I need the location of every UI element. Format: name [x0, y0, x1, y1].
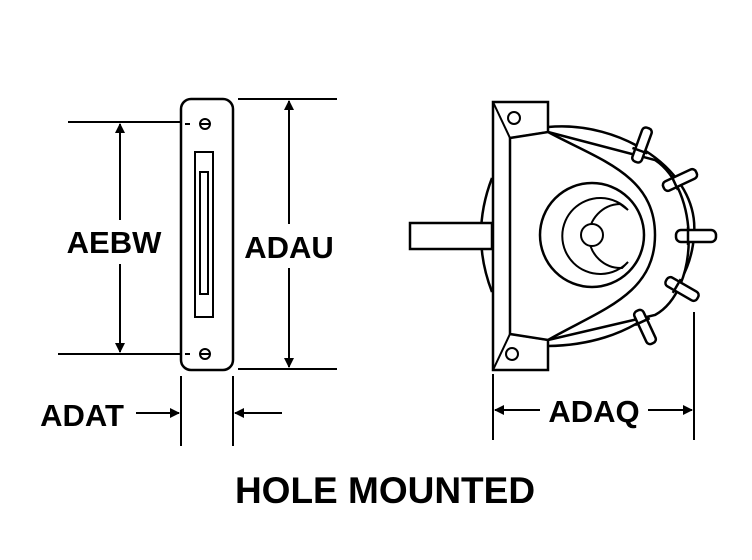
side-view	[179, 97, 235, 372]
bracket-hole-bottom	[505, 347, 519, 361]
dimension-adau	[238, 98, 337, 370]
side-view-slot-inner	[199, 171, 209, 295]
front-view	[408, 100, 696, 372]
side-view-body	[179, 97, 235, 372]
terminal-1	[631, 126, 653, 164]
rotor-center-hole	[580, 223, 604, 247]
terminal-2	[661, 167, 699, 193]
terminals	[631, 126, 718, 346]
dimension-aebw	[58, 121, 180, 355]
side-view-slot	[194, 151, 214, 318]
label-adaq: ADAQ	[548, 394, 639, 429]
label-aebw: AEBW	[67, 225, 162, 260]
terminal-3	[674, 227, 718, 245]
bracket-hole-top	[507, 111, 521, 125]
terminal-4	[664, 275, 700, 303]
mounting-hole-bottom	[199, 348, 211, 360]
mounting-hole-top	[199, 118, 211, 130]
terminal-5	[632, 308, 658, 346]
dimension-adat	[136, 376, 282, 446]
label-adat: ADAT	[40, 398, 124, 433]
caption: HOLE MOUNTED	[235, 470, 535, 511]
label-adau: ADAU	[244, 230, 334, 265]
shaft	[408, 221, 494, 251]
dimension-adaq	[492, 312, 695, 440]
